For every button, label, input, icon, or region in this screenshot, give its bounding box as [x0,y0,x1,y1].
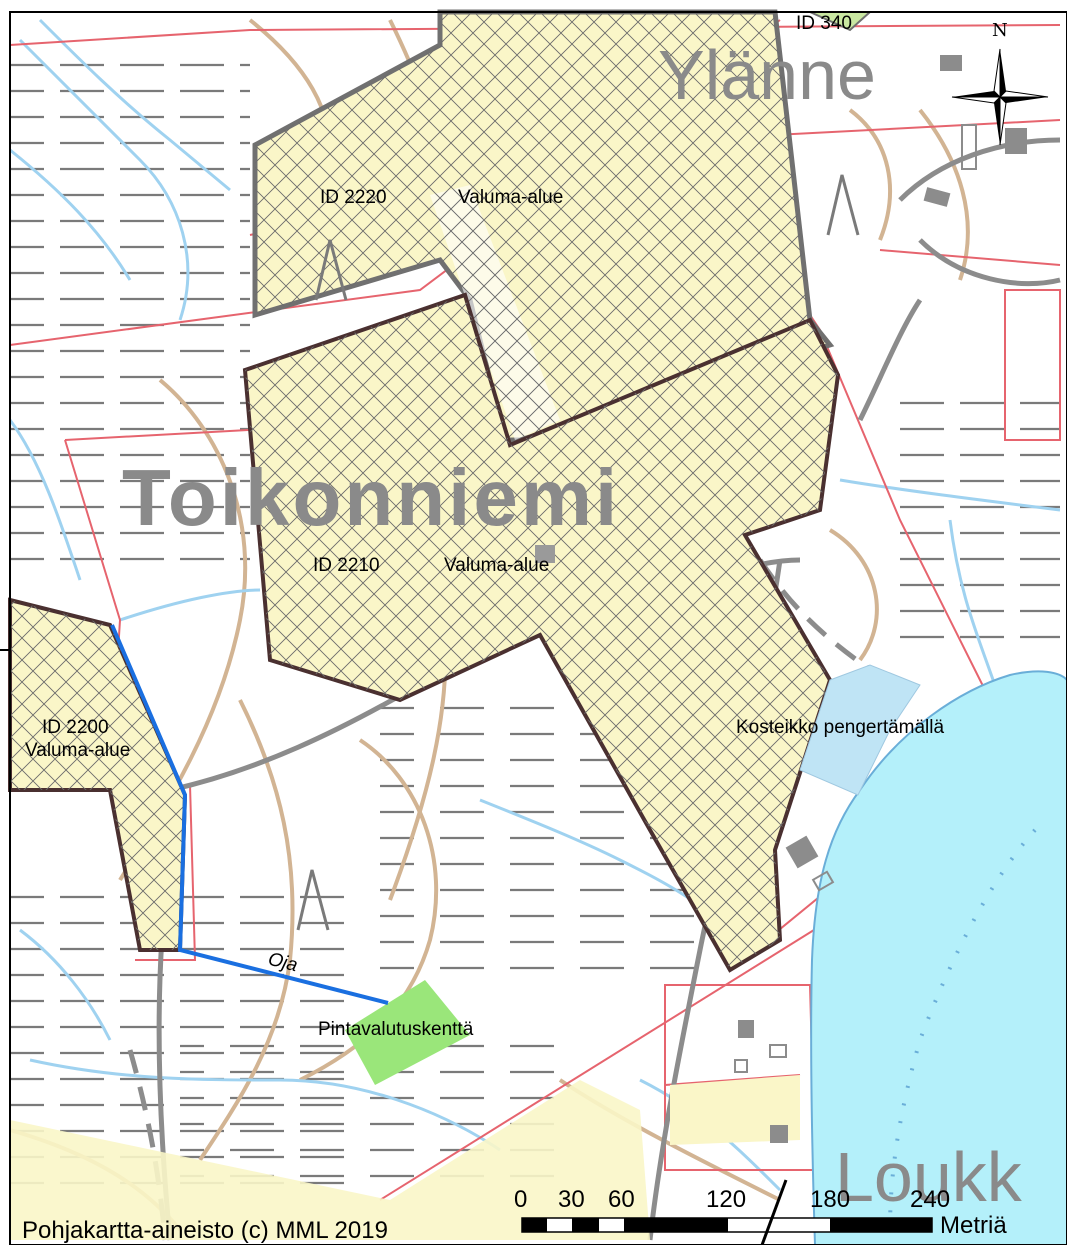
label-valuma-2200: Valuma-alue [25,740,131,761]
place-name-toikonniemi: Toikonniemi [122,453,621,542]
scale-tick-0: 0 [514,1186,528,1213]
scale-tick-240: 240 [910,1186,951,1213]
scale-tick-60: 60 [608,1186,635,1213]
label-id-2210: ID 2210 [313,555,380,576]
scale-tick-30: 30 [558,1186,585,1213]
place-name-ylanne: Ylänne [658,36,876,114]
place-name-loukk: Loukk [835,1138,1022,1216]
label-pintavalutuskentta: Pintavalutuskenttä [318,1019,474,1040]
lake [810,670,1067,1245]
scale-tick-180: 180 [810,1186,851,1213]
catchment-areas [8,9,873,1240]
label-valuma-2210: Valuma-alue [444,555,550,576]
label-id-2220: ID 2220 [320,187,387,208]
ditch-line[interactable] [110,624,389,1005]
terrain-symbols [296,174,860,931]
scale-tick-120: 120 [706,1186,747,1213]
buildings [535,55,1027,1143]
overland-flow-field[interactable] [345,980,470,1085]
north-label: N [992,20,1008,41]
map-credit: Pohjakartta-aineisto (c) MML 2019 [22,1217,388,1244]
scale-bar [521,1179,933,1245]
label-kosteikko: Kosteikko pengertämällä [736,717,945,738]
map-frame [9,11,1067,1245]
label-id-2200: ID 2200 [42,717,109,738]
compass-rose-icon [951,48,1049,146]
scale-unit: Metriä [940,1212,1007,1239]
label-valuma-2220: Valuma-alue [458,187,564,208]
wetland-area[interactable] [799,664,921,796]
label-id-340: ID 340 [796,13,852,34]
